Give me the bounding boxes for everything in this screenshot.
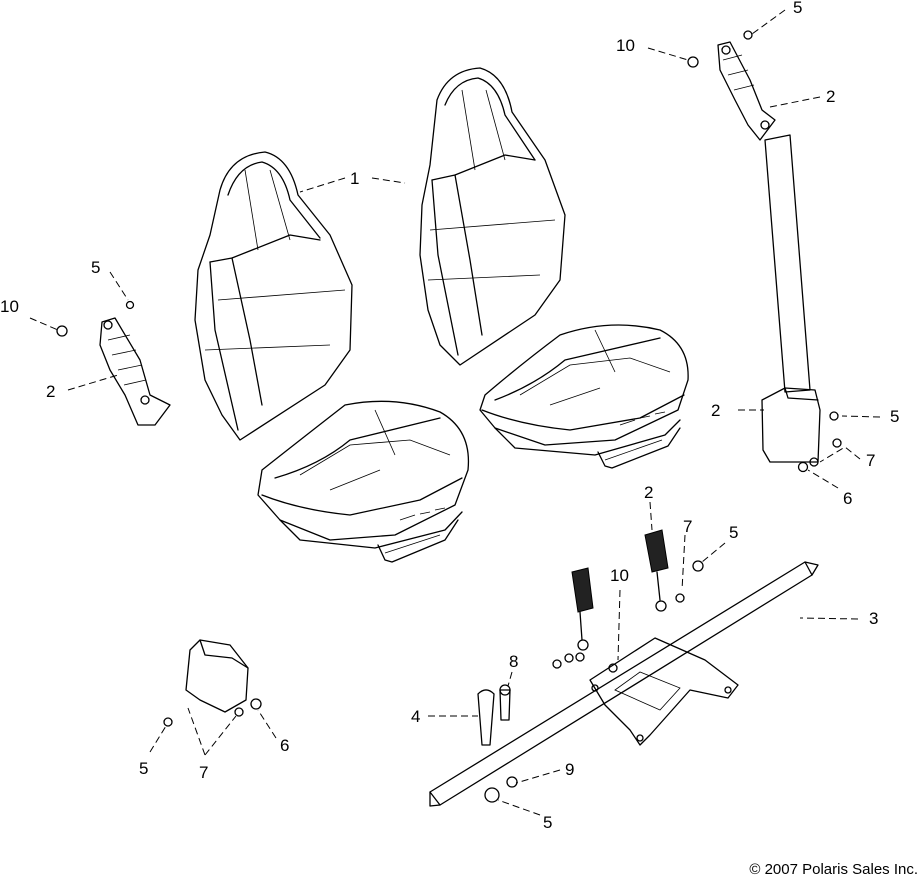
callout-1: 1 [350, 169, 359, 188]
callout-5-buckle-base: 5 [890, 407, 899, 426]
callout-7-lower-left: 7 [199, 763, 208, 782]
callout-2-buckle: 2 [644, 483, 653, 502]
callout-5-bottom: 5 [543, 813, 552, 832]
left-belt-retractor [56, 300, 171, 426]
copyright-notice: © 2007 Polaris Sales Inc. [749, 861, 918, 878]
callout-2-right-retractor: 2 [826, 87, 835, 106]
callout-2-buckle-base: 2 [711, 401, 720, 420]
callout-5-lower-left: 5 [139, 759, 148, 778]
callout-5-center: 5 [729, 523, 738, 542]
callout-9: 9 [565, 760, 574, 779]
left-seat [194, 151, 470, 563]
callout-8: 8 [509, 652, 518, 671]
right-belt-assembly [687, 30, 842, 473]
callout-5-right-retractor: 5 [793, 0, 802, 17]
center-buckles [552, 529, 704, 673]
callout-4: 4 [411, 707, 420, 726]
callout-10-right: 10 [616, 36, 635, 55]
callout-3: 3 [869, 609, 878, 628]
lower-left-buckle-box [163, 639, 262, 727]
cross-tube-and-bracket [429, 561, 819, 807]
callout-labels: 1 2 2 2 2 3 4 5 5 5 5 5 5 6 6 7 7 7 8 9 … [0, 0, 899, 832]
callout-10-left: 10 [0, 297, 19, 316]
callout-10-center: 10 [610, 566, 629, 585]
callout-7-center: 7 [683, 517, 692, 536]
right-seat [419, 67, 689, 469]
leader-lines [29, 9, 881, 816]
callout-6-left: 6 [280, 736, 289, 755]
callout-7-right: 7 [866, 451, 875, 470]
callout-5-left-retractor: 5 [91, 258, 100, 277]
callout-6-right: 6 [843, 489, 852, 508]
callout-2-left-retractor: 2 [46, 382, 55, 401]
